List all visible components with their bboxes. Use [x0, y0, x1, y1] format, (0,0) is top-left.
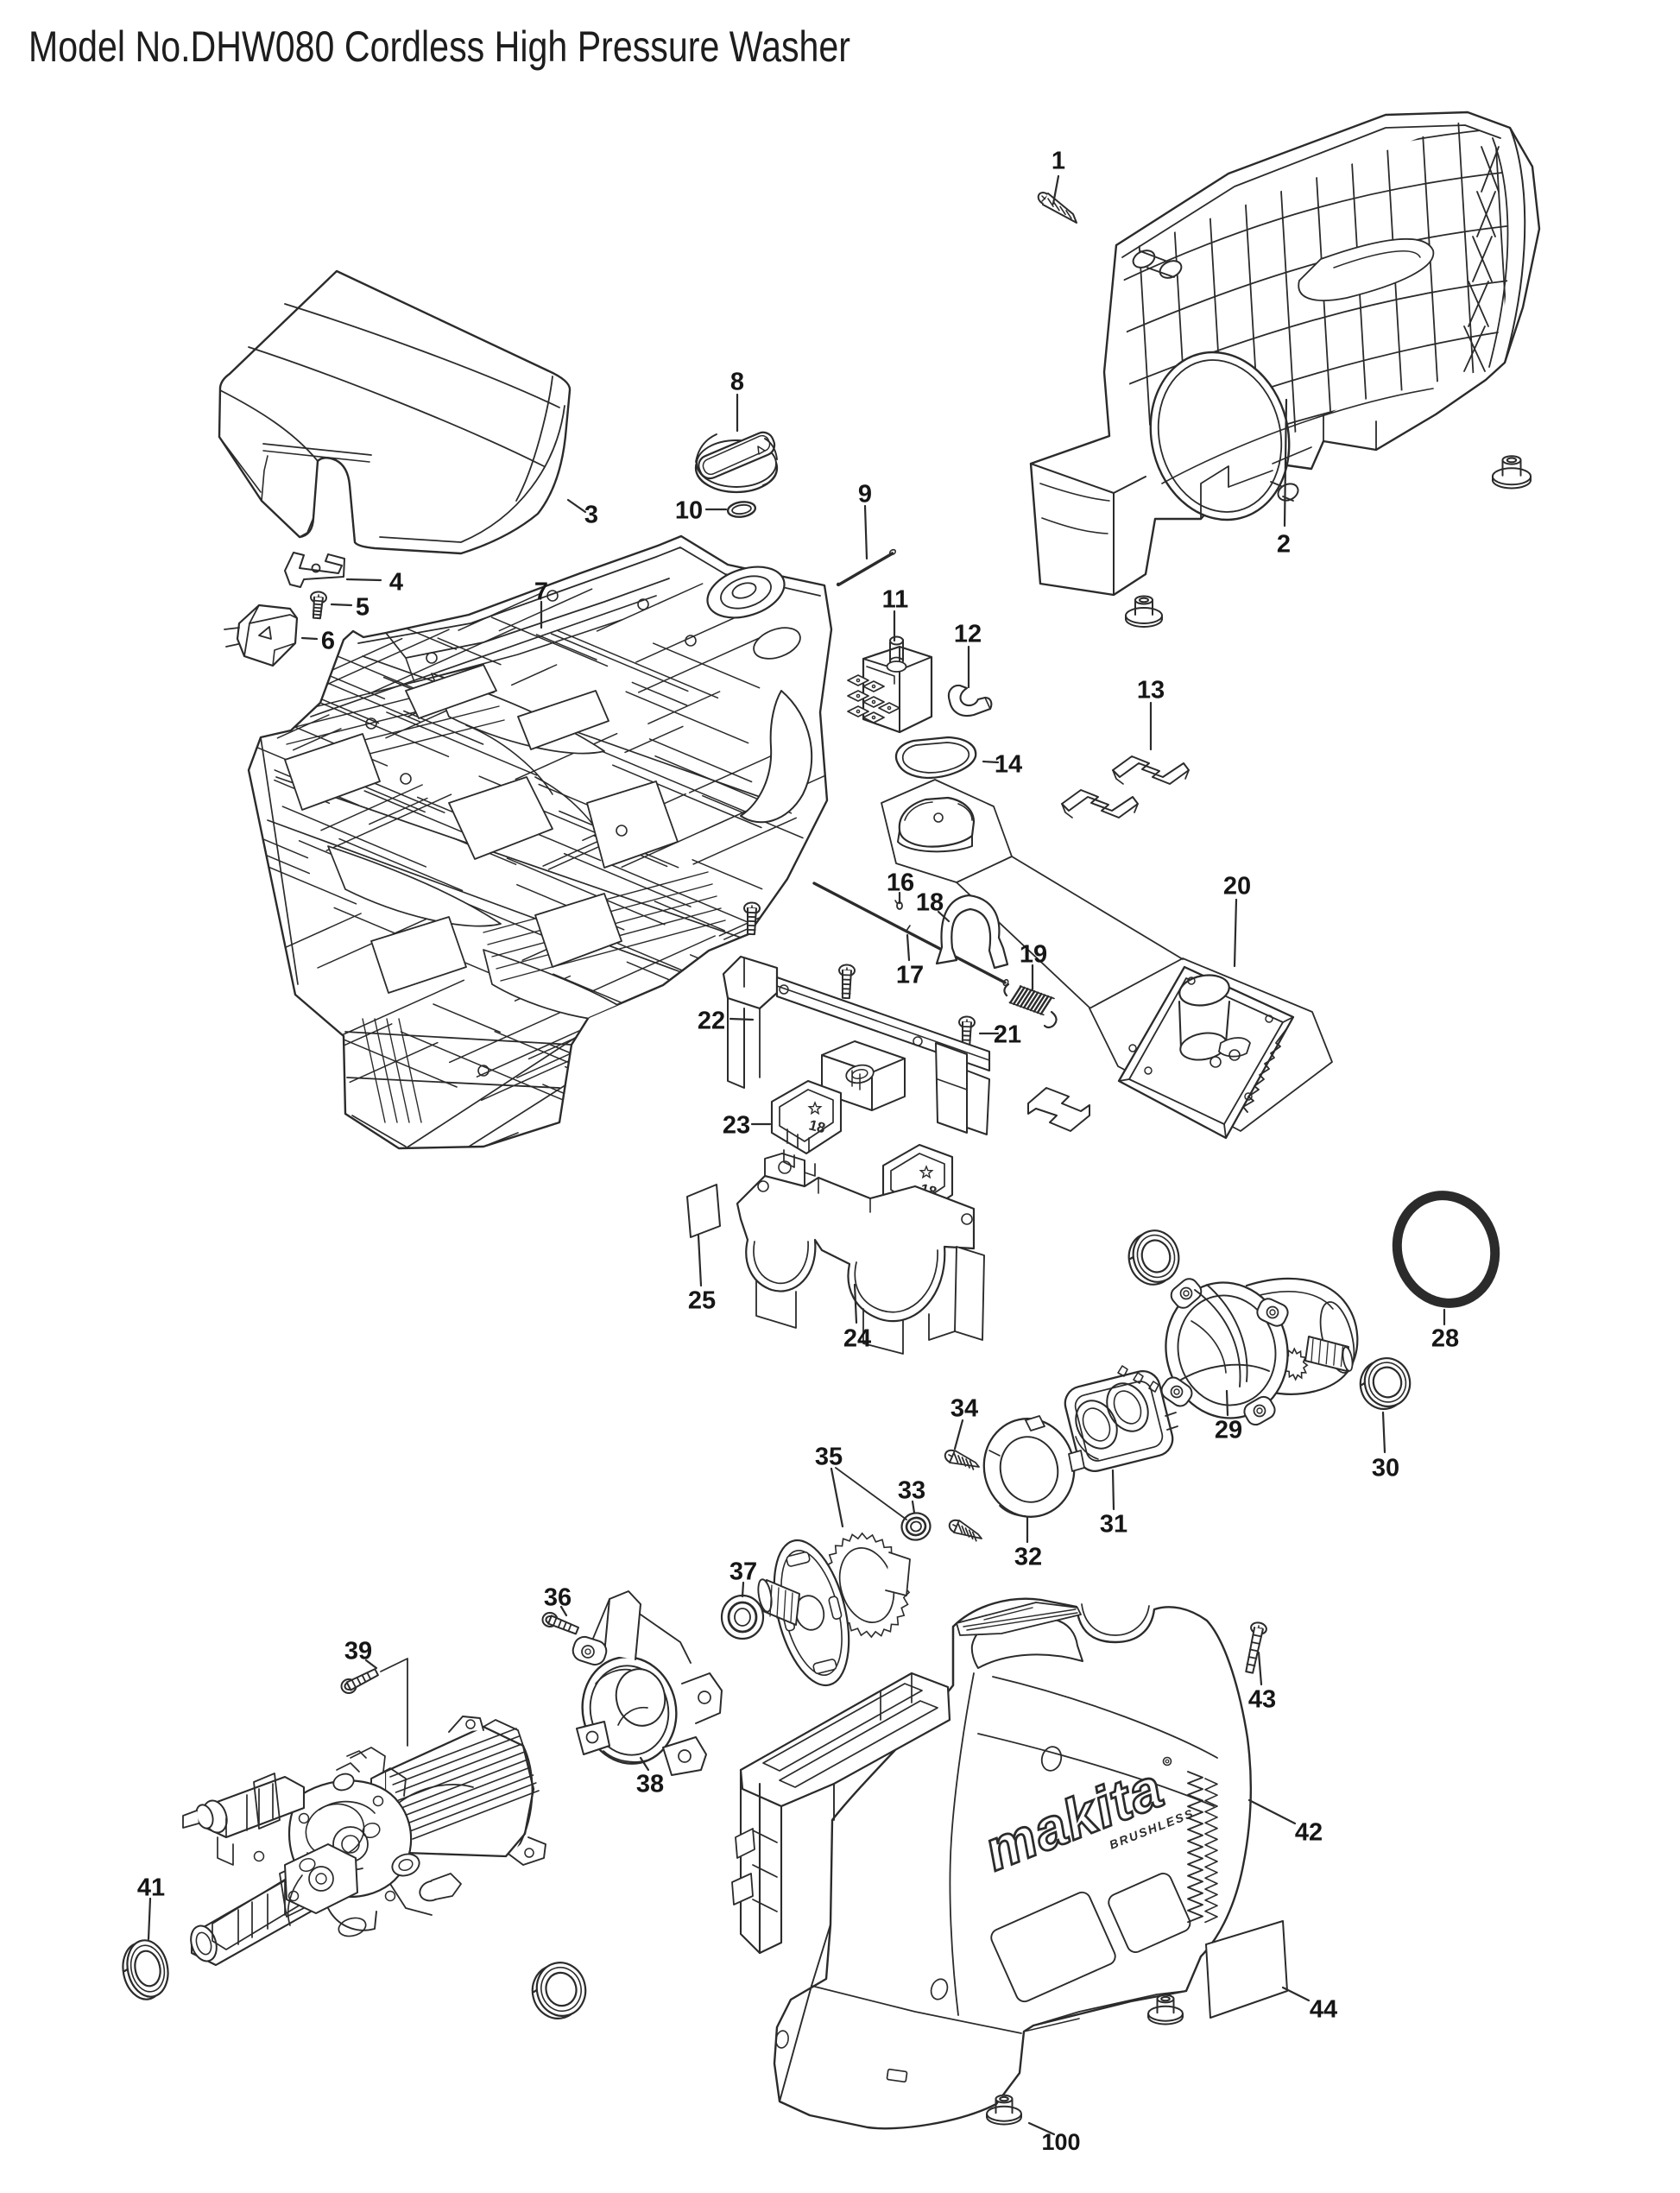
svg-text:20: 20	[1223, 872, 1251, 900]
svg-text:38: 38	[636, 1770, 664, 1798]
svg-text:13: 13	[1137, 676, 1165, 704]
svg-text:2: 2	[1277, 530, 1291, 558]
svg-text:37: 37	[729, 1558, 757, 1585]
svg-text:24: 24	[843, 1324, 871, 1352]
svg-text:Model No.DHW080 Cordless High: Model No.DHW080 Cordless High Pressure W…	[28, 22, 850, 71]
svg-text:10: 10	[675, 496, 703, 524]
svg-text:35: 35	[815, 1443, 843, 1470]
svg-text:12: 12	[954, 620, 982, 648]
svg-text:11: 11	[882, 585, 909, 613]
svg-text:5: 5	[356, 593, 369, 621]
svg-text:22: 22	[698, 1007, 725, 1034]
svg-text:28: 28	[1431, 1324, 1459, 1352]
svg-text:8: 8	[730, 368, 744, 395]
svg-text:41: 41	[137, 1874, 165, 1901]
svg-text:4: 4	[389, 568, 403, 596]
svg-text:14: 14	[995, 750, 1022, 778]
svg-text:100: 100	[1041, 2129, 1080, 2155]
svg-text:21: 21	[994, 1021, 1021, 1048]
svg-text:17: 17	[896, 961, 924, 989]
svg-text:33: 33	[898, 1476, 925, 1504]
svg-text:43: 43	[1248, 1685, 1276, 1713]
svg-text:25: 25	[688, 1286, 716, 1314]
svg-text:42: 42	[1295, 1818, 1323, 1846]
svg-text:29: 29	[1215, 1416, 1242, 1444]
svg-text:6: 6	[321, 627, 335, 654]
svg-text:1: 1	[1052, 147, 1065, 174]
svg-text:23: 23	[723, 1111, 750, 1139]
svg-text:9: 9	[858, 480, 872, 508]
svg-text:30: 30	[1372, 1454, 1399, 1482]
svg-text:3: 3	[584, 501, 598, 528]
svg-text:31: 31	[1100, 1510, 1127, 1538]
svg-text:19: 19	[1020, 940, 1047, 968]
svg-text:36: 36	[544, 1583, 572, 1611]
svg-text:32: 32	[1014, 1543, 1042, 1570]
svg-text:34: 34	[951, 1394, 978, 1422]
svg-text:44: 44	[1310, 1995, 1337, 2023]
